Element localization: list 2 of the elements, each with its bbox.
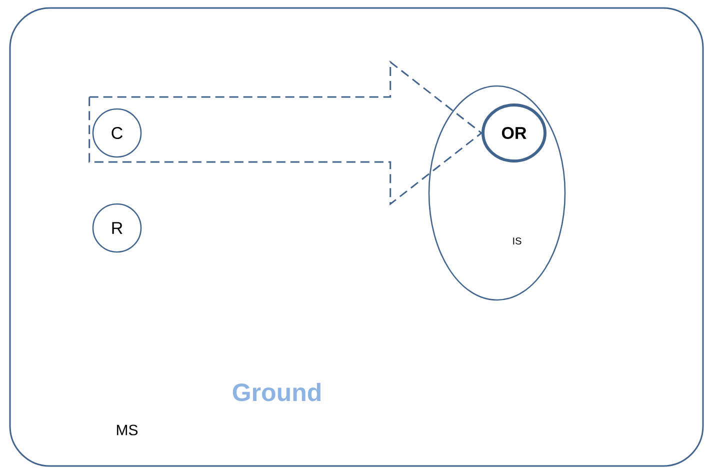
block-arrow (88, 60, 483, 206)
ground-label: Ground (232, 382, 320, 402)
